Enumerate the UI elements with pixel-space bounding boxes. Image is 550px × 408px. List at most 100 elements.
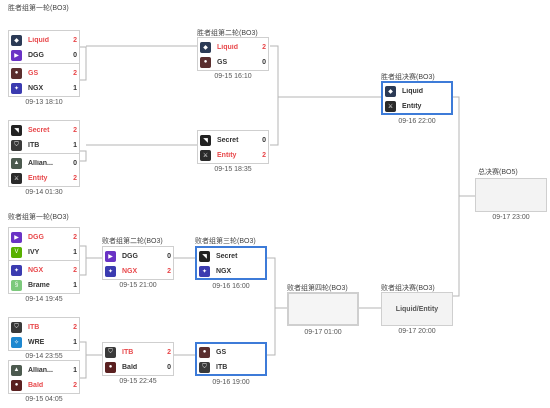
- team-name: NGX: [28, 266, 44, 274]
- team-row[interactable]: ▲Allian...1: [11, 363, 77, 377]
- team-row[interactable]: ⚔ Entity: [385, 99, 449, 113]
- team-name: NGX: [28, 84, 44, 92]
- stage-label-lb-final: 败者组决赛(BO3): [381, 285, 435, 292]
- team-logo-icon: §: [11, 279, 22, 291]
- team-logo-icon: ◆: [11, 34, 22, 46]
- match-time: 09-14 19:45: [25, 296, 63, 303]
- team-score: 1: [73, 281, 77, 289]
- match-card-gf[interactable]: [475, 178, 547, 212]
- team-score: 2: [73, 381, 77, 389]
- team-name: NGX: [122, 267, 138, 275]
- team-logo-icon: ⚔: [11, 172, 22, 184]
- team-score: 0: [73, 51, 77, 59]
- team-row[interactable]: ●GS: [199, 345, 263, 359]
- team-logo-icon: ✦: [105, 265, 116, 277]
- team-logo-icon: ◆: [385, 85, 396, 97]
- team-row[interactable]: ◥Secret: [199, 249, 263, 263]
- match-card-lb3_2[interactable]: ●GS⛉ITB: [195, 342, 267, 376]
- team-name: Secret: [216, 252, 238, 260]
- team-name: Entity: [402, 102, 422, 110]
- team-name: NGX: [216, 267, 232, 275]
- team-logo-icon: ⚔: [385, 100, 396, 112]
- match-card-lb3_1[interactable]: ◥Secret✦NGX: [195, 246, 267, 280]
- team-logo-icon: ⛉: [105, 346, 116, 358]
- match-card-wbf[interactable]: ◆ Liquid ⚔ Entity: [381, 81, 453, 115]
- team-row[interactable]: ⛉ITB: [199, 360, 263, 374]
- team-name: DGG: [28, 233, 44, 241]
- team-row[interactable]: ◆ Liquid: [385, 84, 449, 98]
- team-name: Entity: [28, 174, 48, 182]
- team-logo-icon: ✧: [11, 336, 22, 348]
- stage-label-lb-r4: 败者组第四轮(BO3): [287, 285, 348, 292]
- team-logo-icon: ▶: [11, 49, 22, 61]
- team-score: 2: [73, 233, 77, 241]
- team-row[interactable]: ✦NGX: [199, 264, 263, 278]
- team-name: Allian...: [28, 366, 53, 374]
- match-card-lbf[interactable]: Liquid/Entity: [381, 292, 453, 326]
- team-score: 1: [73, 366, 77, 374]
- match-time: 09-13 18:10: [25, 99, 63, 106]
- team-score: 1: [73, 141, 77, 149]
- team-name: ITB: [28, 323, 40, 331]
- stage-label-lb-r3: 败者组第三轮(BO3): [195, 238, 256, 245]
- team-row[interactable]: ▲Allian...0: [11, 156, 77, 170]
- match-card-lb4[interactable]: [287, 292, 359, 326]
- match-time: 09-16 22:00: [398, 118, 436, 125]
- match-time: 09-15 16:10: [214, 73, 252, 80]
- team-name: Liquid: [217, 43, 238, 51]
- team-score: 0: [167, 252, 171, 260]
- stage-label-lb-r2: 败者组第二轮(BO3): [102, 238, 163, 245]
- team-name: Bald: [122, 363, 138, 371]
- team-name: GS: [28, 69, 39, 77]
- team-logo-icon: ✦: [11, 264, 22, 276]
- team-score: 2: [73, 126, 77, 134]
- team-logo-icon: ✦: [11, 82, 22, 94]
- team-logo-icon: ◆: [200, 41, 211, 53]
- stage-label-lb-r1: 败者组第一轮(BO3): [8, 214, 69, 221]
- stage-label-wb-final: 胜者组决赛(BO3): [381, 74, 435, 81]
- team-name: DGG: [122, 252, 138, 260]
- match-time: 09-16 16:00: [212, 283, 250, 290]
- team-logo-icon: ⚔: [200, 149, 211, 161]
- match-time: 09-17 20:00: [398, 328, 436, 335]
- team-logo-icon: ⛉: [11, 139, 22, 151]
- team-name: Liquid: [402, 87, 423, 95]
- team-score: 1: [73, 338, 77, 346]
- stage-label-wb-r1: 胜者组第一轮(BO3): [8, 5, 69, 12]
- team-score: 0: [167, 363, 171, 371]
